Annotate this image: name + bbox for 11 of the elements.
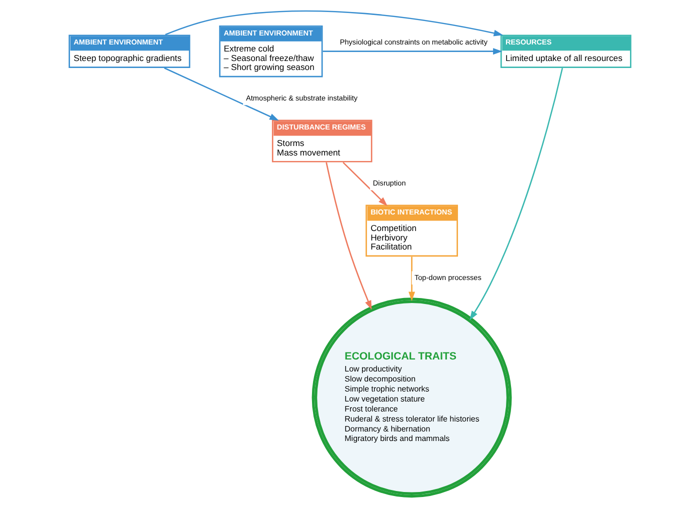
edge-label: Physiological constraints on metabolic activity <box>340 38 488 47</box>
arrow <box>408 256 416 302</box>
edge-label: Atmospheric & substrate instability <box>246 93 358 102</box>
edge-label: Disruption <box>372 178 406 188</box>
arrow <box>322 48 502 55</box>
arrow <box>342 162 388 206</box>
edge-label: Top-down processes <box>414 272 482 282</box>
arrow <box>326 162 372 310</box>
arrow <box>470 68 564 320</box>
arrow <box>165 10 504 36</box>
arrow <box>164 67 279 121</box>
